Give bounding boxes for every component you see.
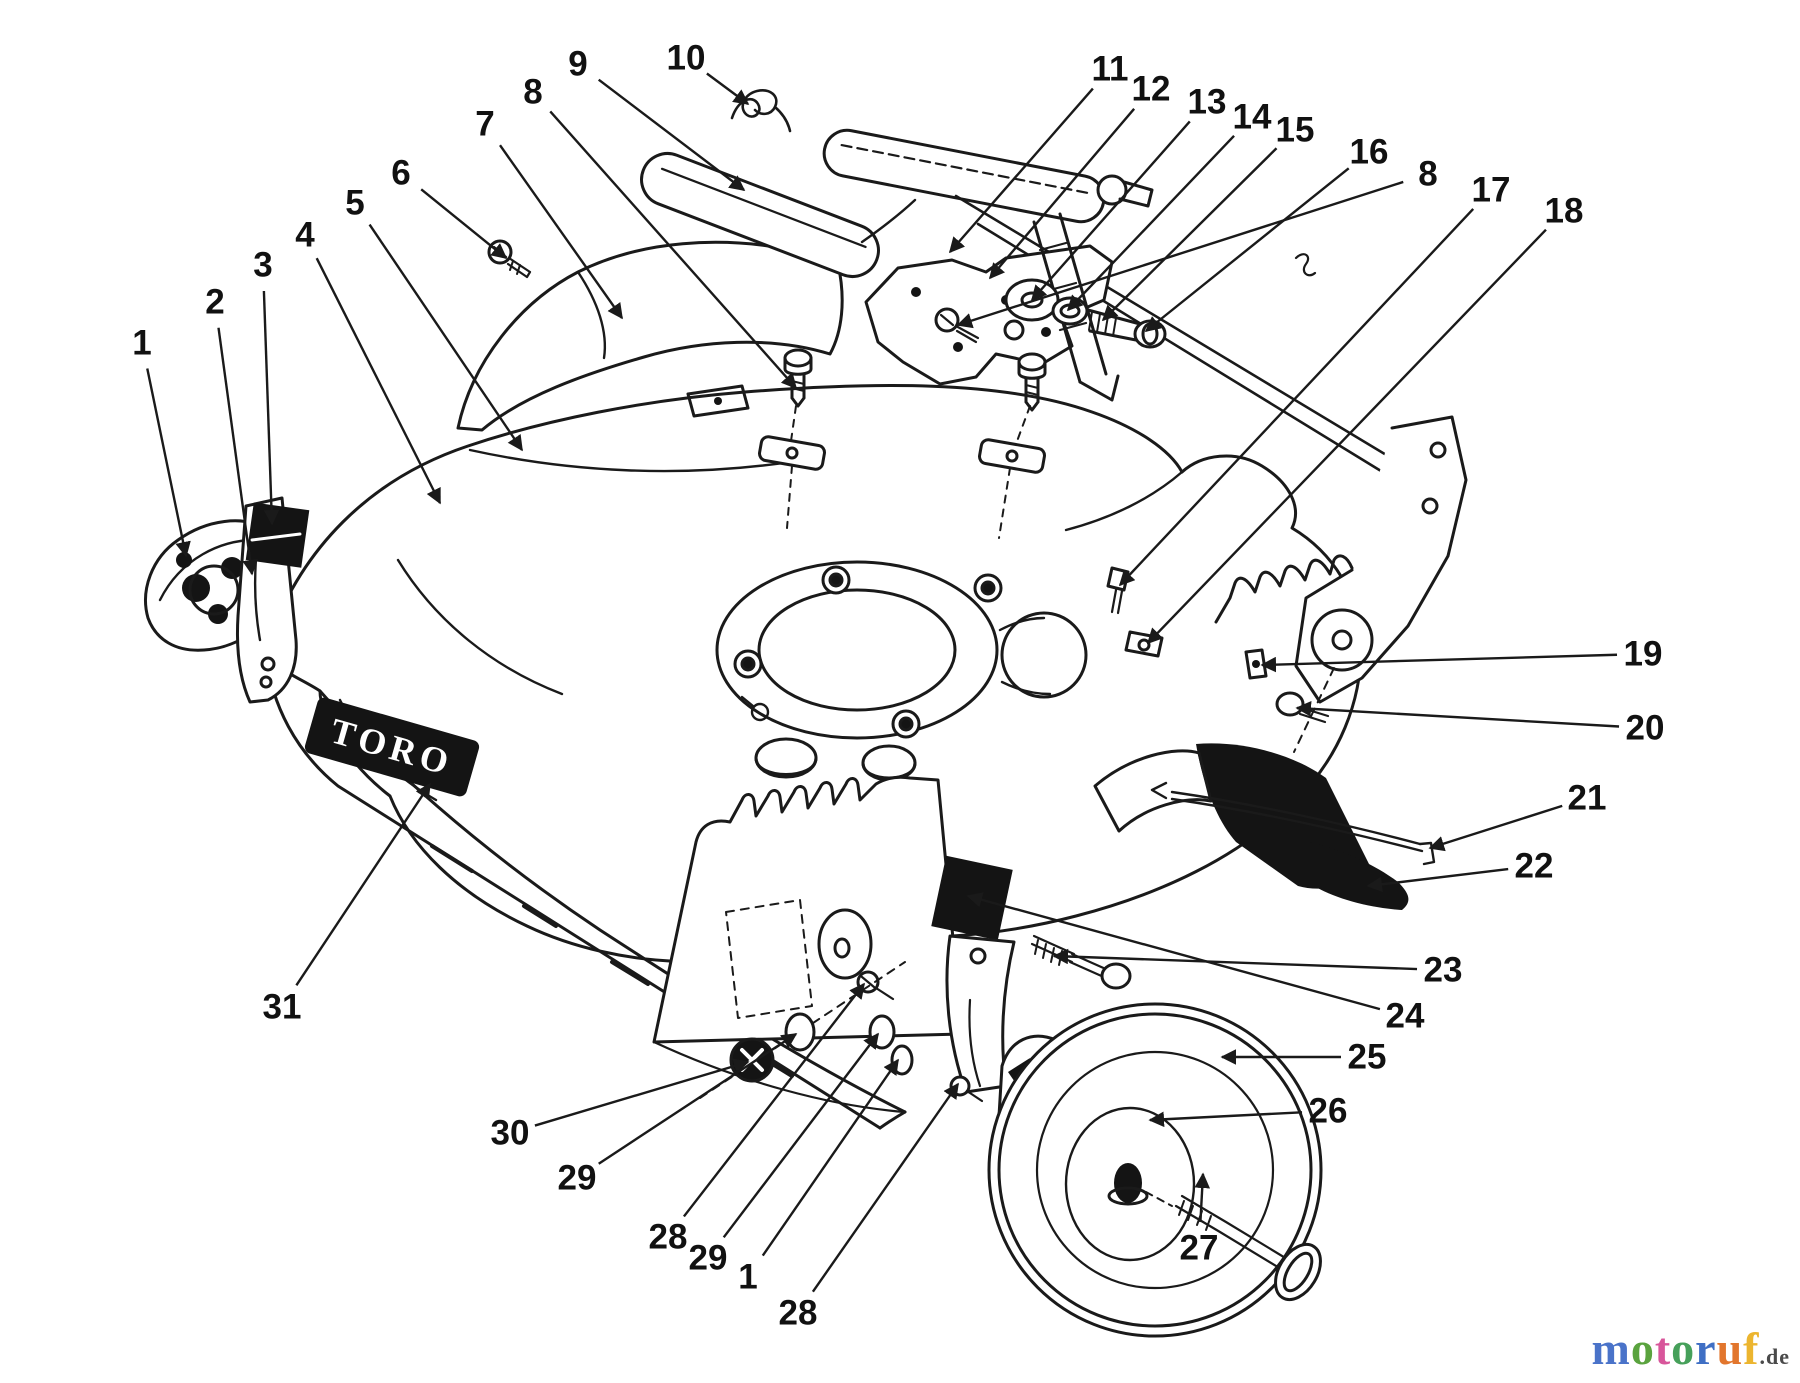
callout-leader-line — [722, 1032, 879, 1239]
callout-leader-line — [534, 1058, 750, 1127]
callout-label: 22 — [1515, 847, 1554, 886]
callout-leader-line — [420, 188, 508, 259]
callout-leader-line — [761, 1058, 899, 1257]
callout-label: 1 — [738, 1258, 757, 1297]
callout-label: 29 — [558, 1159, 597, 1198]
callout-label: 5 — [345, 184, 364, 223]
watermark-suffix: .de — [1759, 1344, 1790, 1369]
discharge-deflector — [1093, 743, 1409, 910]
screw-6 — [487, 239, 532, 279]
callout-label: 30 — [491, 1114, 530, 1153]
callout-label: 12 — [1132, 70, 1171, 109]
watermark-letter: o — [1630, 1323, 1655, 1374]
callout-label: 1 — [132, 324, 151, 363]
callout-leader-line — [682, 982, 865, 1218]
callout-leader-line — [1194, 1172, 1211, 1223]
callout-leader-line — [1295, 701, 1620, 728]
watermark-letters: motoruf — [1592, 1323, 1760, 1374]
callout-label: 29 — [689, 1239, 728, 1278]
callout-label: 17 — [1472, 171, 1511, 210]
watermark-letter: m — [1591, 1323, 1631, 1374]
callout-leader-line — [948, 87, 1094, 254]
callout-leader-line — [597, 78, 746, 191]
callout-label: 14 — [1233, 98, 1272, 137]
callout-leader-line — [1101, 147, 1278, 322]
left-cover-and-bracket — [144, 496, 310, 704]
handle-grips — [640, 128, 1154, 278]
callout-label: 3 — [253, 246, 272, 285]
adjuster-rod — [1150, 781, 1436, 866]
callout-label: 20 — [1626, 709, 1665, 748]
callout-leader-line — [549, 110, 798, 390]
callout-label: 31 — [263, 988, 302, 1027]
callout-leader-line — [1146, 228, 1547, 645]
callout-label: 4 — [295, 216, 315, 255]
watermark-letter: o — [1671, 1323, 1696, 1374]
callout-label: 7 — [475, 105, 494, 144]
callout-leader-line — [1260, 653, 1618, 673]
callout-leader-line — [956, 180, 1404, 329]
callout-label: 10 — [667, 39, 706, 78]
cable-clip — [730, 89, 792, 133]
callout-label: 21 — [1568, 779, 1607, 818]
callout-leader-line — [1144, 167, 1350, 332]
callout-label: 27 — [1180, 1229, 1219, 1268]
callout-label: 28 — [649, 1218, 688, 1257]
callout-leader-line — [217, 327, 258, 576]
callout-label: 28 — [779, 1294, 818, 1333]
callout-label: 15 — [1276, 111, 1315, 150]
callout-leader-line — [1428, 804, 1563, 852]
callout-leader-line — [499, 144, 623, 320]
watermark-letter: r — [1695, 1323, 1717, 1374]
callout-leader-line — [1366, 867, 1509, 893]
engine-mount-ring — [715, 560, 1088, 782]
callout-leader-line — [988, 108, 1136, 280]
callout-leader-line — [295, 782, 431, 987]
callout-leader-line — [706, 72, 750, 105]
callout-leader-line — [262, 290, 280, 526]
callout-label: 18 — [1545, 192, 1584, 231]
callout-label: 9 — [568, 45, 587, 84]
callout-label: 19 — [1624, 635, 1663, 674]
callout-label: 13 — [1188, 83, 1227, 122]
callout-leader-line — [598, 1032, 798, 1165]
watermark-letter: f — [1743, 1323, 1760, 1374]
callout-leader-line — [811, 1082, 959, 1293]
callout-label: 25 — [1348, 1038, 1387, 1077]
callout-leader-line — [966, 892, 1381, 1011]
callout-label: 8 — [1418, 155, 1437, 194]
callout-leader-line — [1118, 208, 1475, 587]
callout-label: 11 — [1092, 50, 1129, 89]
engine-cover — [456, 240, 844, 432]
callout-label: 26 — [1309, 1092, 1348, 1131]
callout-label: 6 — [391, 154, 410, 193]
callout-leader-line — [1066, 134, 1235, 312]
callout-leader-line — [1148, 1111, 1303, 1128]
wheel — [987, 1002, 1323, 1338]
callout-leader-line — [315, 257, 442, 505]
watermark-letter: t — [1654, 1323, 1672, 1374]
callout-label: 2 — [205, 283, 224, 322]
callout-label: 24 — [1386, 997, 1425, 1036]
callout-label: 16 — [1350, 133, 1389, 172]
callout-leader-line — [146, 368, 191, 558]
callout-label: 8 — [523, 73, 542, 112]
right-height-adjuster — [1214, 415, 1468, 753]
callout-leader-line — [368, 223, 523, 452]
watermark-logo: motoruf.de — [1592, 1322, 1791, 1375]
callout-leader-line — [1052, 948, 1418, 971]
callout-label: 23 — [1424, 951, 1463, 990]
watermark-letter: u — [1716, 1323, 1744, 1374]
callout-leader-line — [1030, 120, 1191, 302]
